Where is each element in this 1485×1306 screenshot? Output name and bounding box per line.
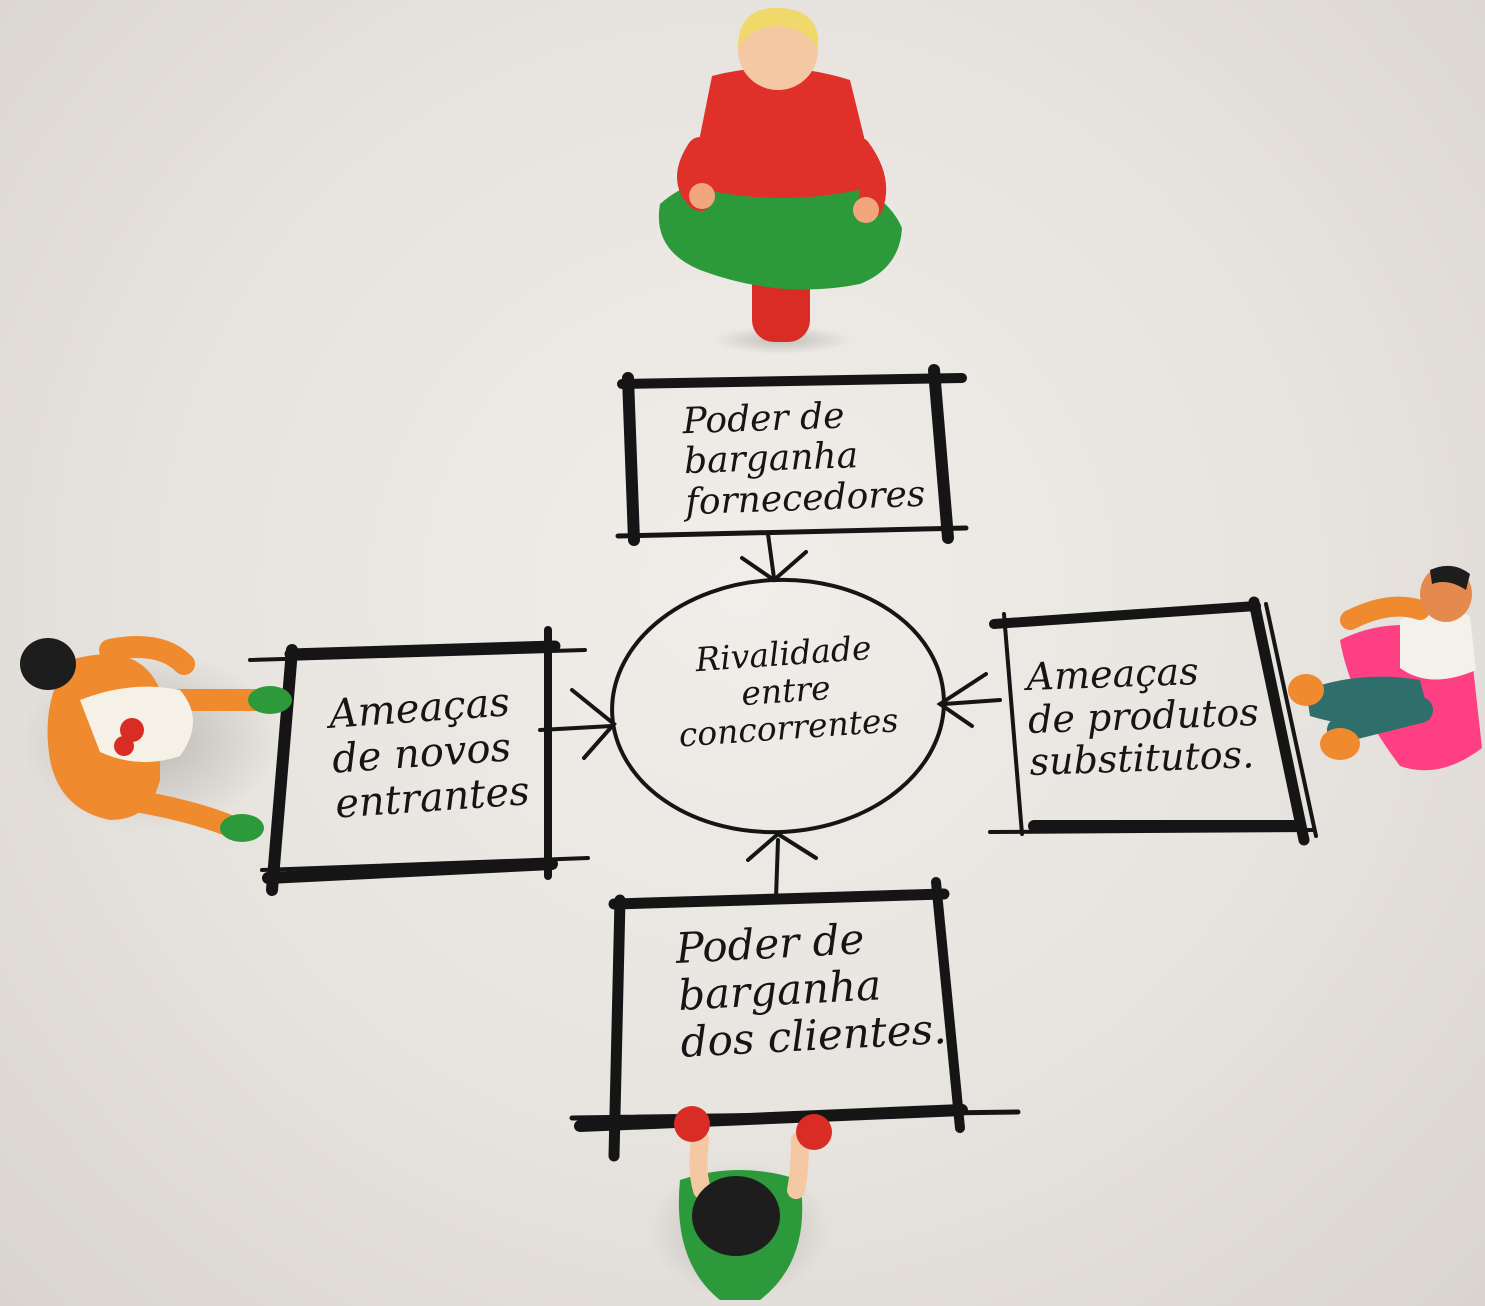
label-substitutes: Ameaças de produtos substitutos. [1026,648,1261,784]
arrow-top-to-center [740,532,808,583]
box-top [615,364,969,546]
arrow-bottom-to-center [746,831,818,900]
arrow-left-to-center [538,688,617,760]
figure-right-seated [1288,565,1482,771]
box-left [248,626,590,896]
box-right [988,596,1318,846]
box-bottom [569,877,1021,1162]
label-supplier-power: Poder de barganha fornecedores [682,394,926,523]
figure-bottom-green [650,1106,832,1300]
label-rivalry: Rivalidade entre concorrentes [662,628,909,755]
label-buyer-power: Poder de barganha dos clientes. [674,911,947,1067]
label-line: substitutos. [1028,732,1255,785]
figure-left-orange [20,636,292,842]
figure-top-woman-red-green [658,7,902,354]
label-new-entrants: Ameaças de novos entrantes [327,679,531,827]
arrow-right-to-center [936,672,1002,728]
label-line: fornecedores [684,473,926,523]
